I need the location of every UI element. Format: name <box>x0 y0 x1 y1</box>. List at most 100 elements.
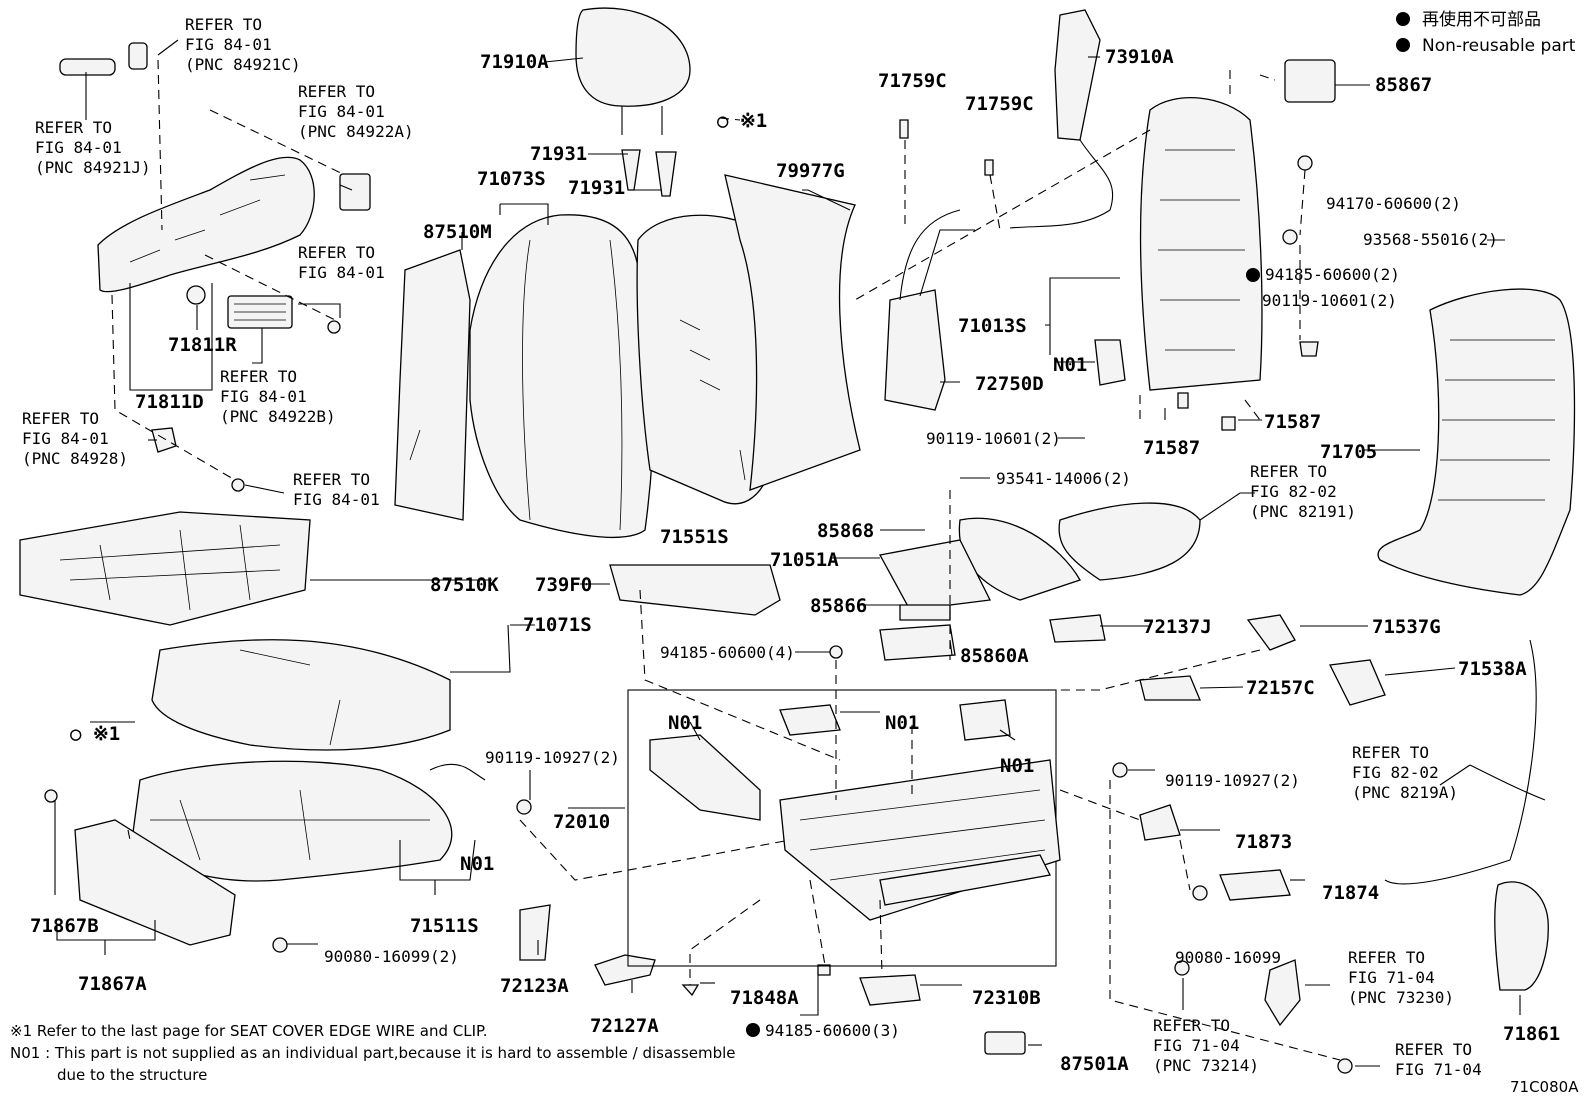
refer-line: REFER TO <box>22 409 99 428</box>
footnote-n01-cont: due to the structure <box>57 1066 207 1084</box>
part-drawings <box>19 7 1576 1074</box>
part-label: 90080-16099 <box>1175 948 1281 967</box>
refer-line: REFER TO <box>185 15 262 34</box>
seatback-frame-drawing <box>1139 97 1263 391</box>
refer-line: (PNC 84922B) <box>220 407 336 426</box>
part-label: 87510M <box>423 221 492 243</box>
part-label: 71910A <box>480 51 549 73</box>
part-label: 71867B <box>30 915 99 937</box>
switch-knob-drawing <box>128 42 148 70</box>
refer-line: FIG 84-01 <box>22 429 109 448</box>
refer-to-fig-71-04-73230[interactable]: REFER TO FIG 71-04 (PNC 73230) <box>1348 948 1454 1007</box>
part-label: 73910A <box>1105 46 1174 68</box>
refer-to-fig-84-01-a[interactable]: REFER TO FIG 84-01 <box>298 243 385 282</box>
refer-line: FIG 84-01 <box>298 263 385 282</box>
non-reusable-dot-icon <box>1396 38 1410 52</box>
refer-to-fig-84-01-84922a[interactable]: REFER TO FIG 84-01 (PNC 84922A) <box>298 82 414 141</box>
refer-to-fig-84-01-84928[interactable]: REFER TO FIG 84-01 (PNC 84928) <box>22 409 128 468</box>
seat-mat-drawing <box>19 511 311 626</box>
refer-to-fig-84-01-84921j[interactable]: REFER TO FIG 84-01 (PNC 84921J) <box>35 118 151 177</box>
seat-cover-drawing <box>151 639 451 751</box>
refer-line: FIG 82-02 <box>1352 763 1439 782</box>
refer-line: REFER TO <box>35 118 112 137</box>
refer-line: REFER TO <box>298 243 375 262</box>
refer-line: FIG 84-01 <box>185 35 272 54</box>
refer-to-fig-71-04-73214[interactable]: REFER TO FIG 71-04 (PNC 73214) <box>1153 1016 1259 1075</box>
part-label: 90119-10927(2) <box>1165 771 1300 790</box>
part-label: 71013S <box>958 315 1027 337</box>
footnotes: ※1 Refer to the last page for SEAT COVER… <box>10 1022 736 1084</box>
diagram-code: 71C080A <box>1510 1078 1579 1096</box>
refer-line: (PNC 8219A) <box>1352 783 1458 802</box>
refer-blocks: REFER TO FIG 84-01 (PNC 84921C) REFER TO… <box>22 15 1482 1079</box>
refer-line: REFER TO <box>220 367 297 386</box>
part-label: 94185-60600(2) <box>1265 265 1400 284</box>
refer-line: REFER TO <box>298 82 375 101</box>
leader-lines <box>54 39 1521 1067</box>
part-label: 72137J <box>1143 616 1212 638</box>
part-label: 71071S <box>523 614 592 636</box>
part-label: 79977G <box>776 160 845 182</box>
part-label: 94185-60600(4) <box>660 643 795 662</box>
part-label: 71759C <box>965 93 1034 115</box>
part-label: 72123A <box>500 975 569 997</box>
part-label: 85868 <box>817 520 874 542</box>
part-label: 71538A <box>1458 658 1527 680</box>
part-label: 72157C <box>1246 677 1315 699</box>
refer-to-fig-82-02-82191[interactable]: REFER TO FIG 82-02 (PNC 82191) <box>1250 462 1356 521</box>
part-label: 94170-60600(2) <box>1326 194 1461 213</box>
seatback-board-drawing <box>724 174 861 491</box>
legend: 再使用不可部品 Non-reusable part <box>1396 9 1576 56</box>
part-label: 85867 <box>1375 74 1432 96</box>
switch-knob-drawing <box>59 58 116 76</box>
refer-line: (PNC 73230) <box>1348 988 1454 1007</box>
refer-line: FIG 84-01 <box>298 102 385 121</box>
refer-to-fig-84-01-84922b[interactable]: REFER TO FIG 84-01 (PNC 84922B) <box>220 367 336 426</box>
refer-line: (PNC 84928) <box>22 449 128 468</box>
non-reusable-dot-icon <box>746 1023 760 1037</box>
refer-to-fig-82-02-8219a[interactable]: REFER TO FIG 82-02 (PNC 8219A) <box>1352 743 1458 802</box>
part-label: 71861 <box>1503 1023 1560 1045</box>
refer-line: REFER TO <box>1250 462 1327 481</box>
refer-line: FIG 84-01 <box>35 138 122 157</box>
part-label: 71759C <box>878 70 947 92</box>
part-label: N01 <box>460 853 494 875</box>
refer-line: REFER TO <box>293 470 370 489</box>
refer-to-fig-84-01-b[interactable]: REFER TO FIG 84-01 <box>293 470 380 509</box>
part-label: 71051A <box>770 549 839 571</box>
refer-to-fig-84-01-84921c[interactable]: REFER TO FIG 84-01 (PNC 84921C) <box>185 15 301 74</box>
part-label: 71705 <box>1320 441 1377 463</box>
part-label: 71587 <box>1143 437 1200 459</box>
front-shield-drawing <box>74 819 236 946</box>
part-label: 90119-10927(2) <box>485 748 620 767</box>
part-label: 71931 <box>530 143 587 165</box>
seatback-pad-drawing <box>394 249 471 521</box>
part-label: 71587 <box>1264 411 1321 433</box>
headrest-drawing <box>575 7 691 107</box>
part-label: 71551S <box>660 526 729 548</box>
part-label: ○ ※1 <box>70 723 120 745</box>
part-labels: 71910A 71931 71931 71073S 87510M 79977G … <box>30 46 1560 1075</box>
part-label: 71848A <box>730 987 799 1009</box>
refer-to-fig-71-04[interactable]: REFER TO FIG 71-04 <box>1395 1040 1482 1079</box>
refer-line: FIG 71-04 <box>1348 968 1435 987</box>
footnote-edge-wire: ※1 Refer to the last page for SEAT COVER… <box>10 1022 487 1040</box>
part-label: 71537G <box>1372 616 1441 638</box>
refer-line: (PNC 84921J) <box>35 158 151 177</box>
guide-lines <box>111 59 1341 1061</box>
legend-en: Non-reusable part <box>1422 36 1576 56</box>
part-label: N01 <box>1000 755 1034 777</box>
part-label: 72127A <box>590 1015 659 1037</box>
part-label: N01 <box>885 712 919 734</box>
part-label: 72010 <box>553 811 610 833</box>
part-label: 72750D <box>975 373 1044 395</box>
part-label: 71867A <box>78 973 147 995</box>
part-label: 85860A <box>960 645 1029 667</box>
part-label: 71811D <box>135 391 204 413</box>
part-label: 94185-60600(3) <box>765 1021 900 1040</box>
side-shield-drawing <box>97 156 315 293</box>
part-label: 87501A <box>1060 1053 1129 1075</box>
part-label: N01 <box>668 712 702 734</box>
part-label: 90119-10601(2) <box>926 429 1061 448</box>
